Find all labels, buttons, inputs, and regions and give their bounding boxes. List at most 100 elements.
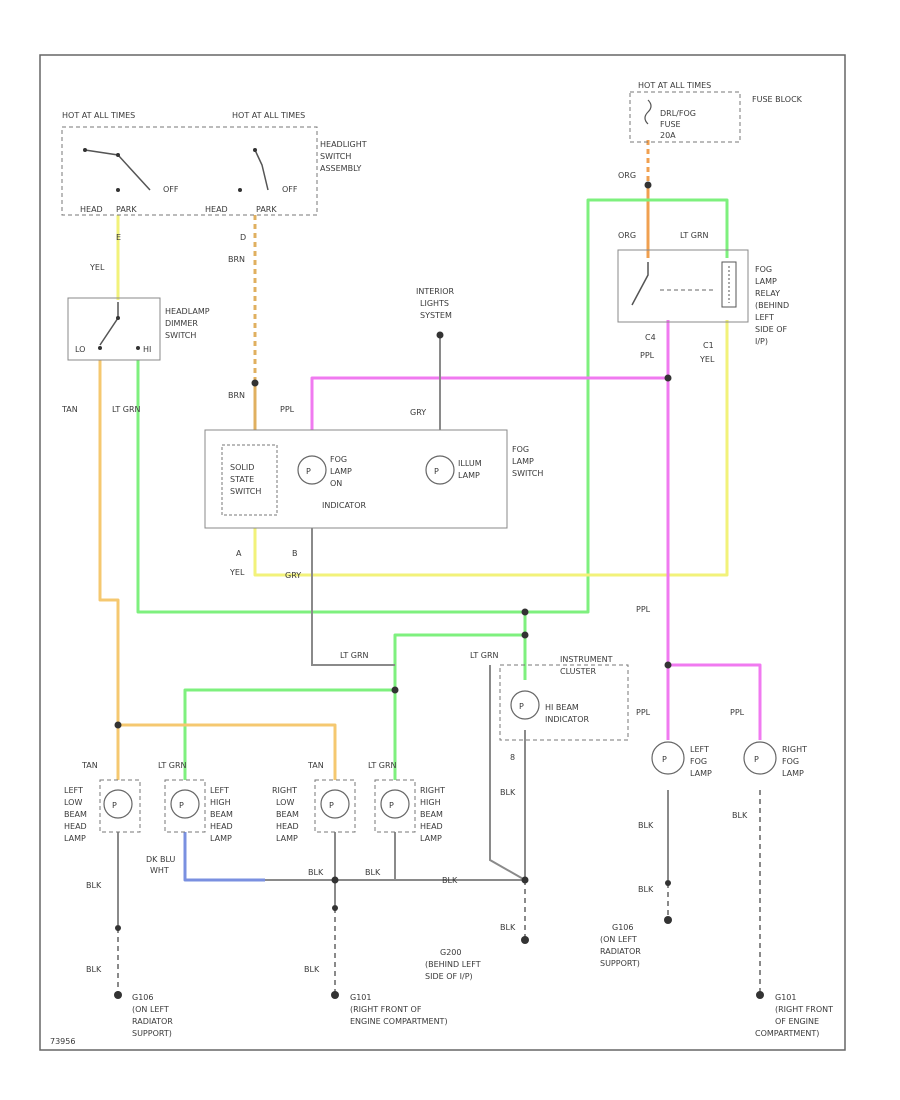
switch-contact-mid [254,149,269,191]
interior-label-1: INTERIOR [416,287,455,296]
hi-beam-label-1: HI BEAM [545,703,579,712]
ground-terminal [756,991,764,999]
g-left-label-3: RADIATOR [132,1017,173,1026]
wire-label-blk-3: BLK [442,876,458,885]
fog-switch-box [204,429,508,529]
relay-contact [631,262,649,306]
switch-node [83,148,87,152]
wire-label-blk-7: BLK [304,965,320,974]
splice-dot [521,608,529,616]
lamp-lfog-label-3: LAMP [690,769,712,778]
pin-a: A [236,549,242,558]
headlight-switch-label-2: SWITCH [320,152,351,161]
splice-dot [114,721,122,729]
solid-state-box [221,444,278,516]
g-lfog-label-3: RADIATOR [600,947,641,956]
pin-d: D [240,233,246,242]
g-lfog-label-1: G106 [612,923,633,932]
wire-label-yel-2: YEL [229,568,245,577]
switch-node [116,188,120,192]
lamp-housing [374,779,416,833]
wire-label-tan-3: TAN [307,761,324,770]
splice-dot [664,374,672,382]
hot-label-mid: HOT AT ALL TIMES [232,111,305,120]
dimmer-node [116,316,120,320]
splice-dot [115,925,121,931]
lamp-rfog-label-1: RIGHT [782,745,807,754]
lamp-lh-label-1: LEFT [210,786,229,795]
wire-ltgrn-dimmer [136,360,525,614]
g-mid-label-3: ENGINE COMPARTMENT) [350,1017,448,1026]
g-rfog-label-3: OF ENGINE [775,1017,819,1026]
pin-b: B [292,549,298,558]
park-label-left: PARK [116,205,137,214]
headlight-switch-box [61,126,318,216]
g-rfog-label-4: COMPARTMENT) [755,1029,819,1038]
fuse-block-label: FUSE BLOCK [752,95,803,104]
wire-label-yel: YEL [89,263,105,272]
right-high-beam-lamp [380,789,410,819]
lamp-rh-label-1: RIGHT [420,786,445,795]
interior-label-3: SYSTEM [420,311,452,320]
switch-node [253,148,257,152]
dimmer-label-3: SWITCH [165,331,196,340]
wire-label-ltgrn-4: LT GRN [470,651,499,660]
wire-ppl-right [668,663,762,740]
gray-wires [117,335,761,992]
right-low-beam-lamp [320,789,350,819]
switch-node [116,153,120,157]
fog-relay-label-5: LEFT [755,313,774,322]
wire-dkblu [183,832,265,882]
lamp-housing [314,779,356,833]
lamp-housing [99,779,141,833]
left-high-beam-lamp [170,789,200,819]
fog-lamp-switch: BRN PPL GRY SOLID STATE SWITCH P FOG LAM… [204,391,543,580]
cluster-box [499,664,629,741]
fog-on-label-1: FOG [330,455,347,464]
pin-8: 8 [510,753,515,762]
wire-tan-branch [118,723,337,780]
head-label-mid: HEAD [205,205,228,214]
wire-label-dkblu: DK BLU [146,855,175,864]
lamp-lh-label-2: HIGH [210,798,231,807]
lamp-lh-label-4: HEAD [210,822,233,831]
fuse-amps: 20A [660,131,676,140]
lamp-ll-label-2: LOW [64,798,82,807]
lamp-glyph: P [519,702,524,711]
fog-switch-label-1: FOG [512,445,529,454]
lamp-glyph: P [329,801,334,810]
splice-dot [332,905,338,911]
wire-label-gry-2: GRY [285,571,301,580]
g-ip-label-2: (BEHIND LEFT [425,960,481,969]
hi-beam-indicator-lamp [510,690,540,720]
interior-lights: INTERIOR LIGHTS SYSTEM [416,287,455,320]
lamp-rl-label-5: LAMP [276,834,298,843]
splices [114,181,764,999]
dimmer-node [98,346,102,350]
wire-label-org-2: ORG [618,231,636,240]
hot-label-fuse: HOT AT ALL TIMES [638,81,711,90]
splice-dot [331,876,339,884]
wire-label-blk-9: BLK [638,821,654,830]
off-label-mid: OFF [282,185,298,194]
fuse-symbol [644,99,652,125]
wire-label-tan-2: TAN [81,761,98,770]
fuse-block: HOT AT ALL TIMES FUSE BLOCK DRL/FOG FUSE… [618,81,803,180]
splice-dot [391,686,399,694]
wire-label-ltgrn-5: LT GRN [158,761,187,770]
lamp-glyph: P [179,801,184,810]
switch-node [238,188,242,192]
wire-label-blk-4: BLK [500,788,516,797]
wire-label-yel-relay: YEL [699,355,715,364]
wire-label-blk-5: BLK [86,881,102,890]
pin-e: E [116,233,121,242]
g-mid-label-2: (RIGHT FRONT OF [350,1005,422,1014]
wire-ltgrn-relay [525,198,729,614]
dimmer-node [136,346,140,350]
headlamp-dimmer-switch: LO HI HEADLAMP DIMMER SWITCH TAN LT GRN [61,297,210,414]
lamp-lh-label-5: LAMP [210,834,232,843]
splice-dot [436,331,444,339]
ground-terminal [521,936,529,944]
diagram-frame [39,54,846,1051]
figure-id: 73956 [50,1037,75,1046]
